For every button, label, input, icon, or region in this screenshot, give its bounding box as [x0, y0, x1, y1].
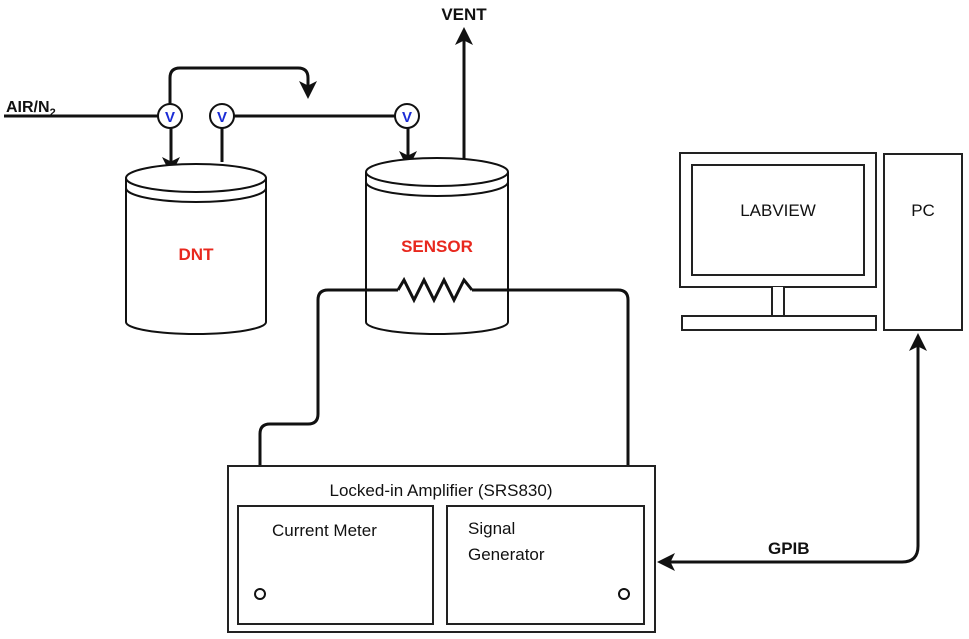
resistor	[396, 276, 474, 304]
dnt-container: DNT	[125, 163, 267, 335]
dnt-label: DNT	[179, 245, 215, 264]
valve-1: V	[157, 103, 183, 129]
signal-label-line2: Generator	[468, 545, 545, 564]
monitor-stand	[771, 287, 785, 317]
signal-label-line1: Signal	[468, 519, 515, 538]
sensor-label: SENSOR	[401, 237, 473, 256]
labview-label: LABVIEW	[740, 201, 816, 220]
gpib-link: GPIB	[657, 333, 927, 571]
valve-3: V	[394, 103, 420, 129]
valve-2-label: V	[217, 109, 227, 126]
gpib-cable	[657, 333, 927, 571]
vent-label: VENT	[441, 5, 487, 24]
air-n2-label: AIR/N2	[6, 99, 56, 119]
gas-lines	[4, 27, 473, 175]
monitor: LABVIEW	[679, 152, 877, 331]
pc-label: PC	[911, 201, 935, 220]
keyboard	[681, 315, 877, 331]
wire-to-signal-generator	[472, 288, 630, 586]
gpib-label: GPIB	[768, 539, 810, 558]
current-meter-label: Current Meter	[272, 521, 377, 540]
valve-3-label: V	[402, 109, 412, 126]
air-n2-main: AIR/N	[6, 99, 50, 116]
lock-in-amplifier: Locked-in Amplifier (SRS830) Current Met…	[227, 465, 656, 633]
valve-2: V	[209, 103, 235, 129]
pc-tower: PC	[883, 153, 963, 331]
sensor-container: SENSOR	[365, 157, 509, 335]
bypass-line	[168, 66, 317, 104]
wire-to-current-meter	[251, 288, 398, 589]
air-n2-subscript: 2	[50, 107, 56, 119]
valve-1-label: V	[165, 109, 175, 126]
current-meter-box	[237, 505, 434, 625]
signal-generator-box	[446, 505, 645, 625]
amplifier-label: Locked-in Amplifier (SRS830)	[330, 481, 553, 500]
